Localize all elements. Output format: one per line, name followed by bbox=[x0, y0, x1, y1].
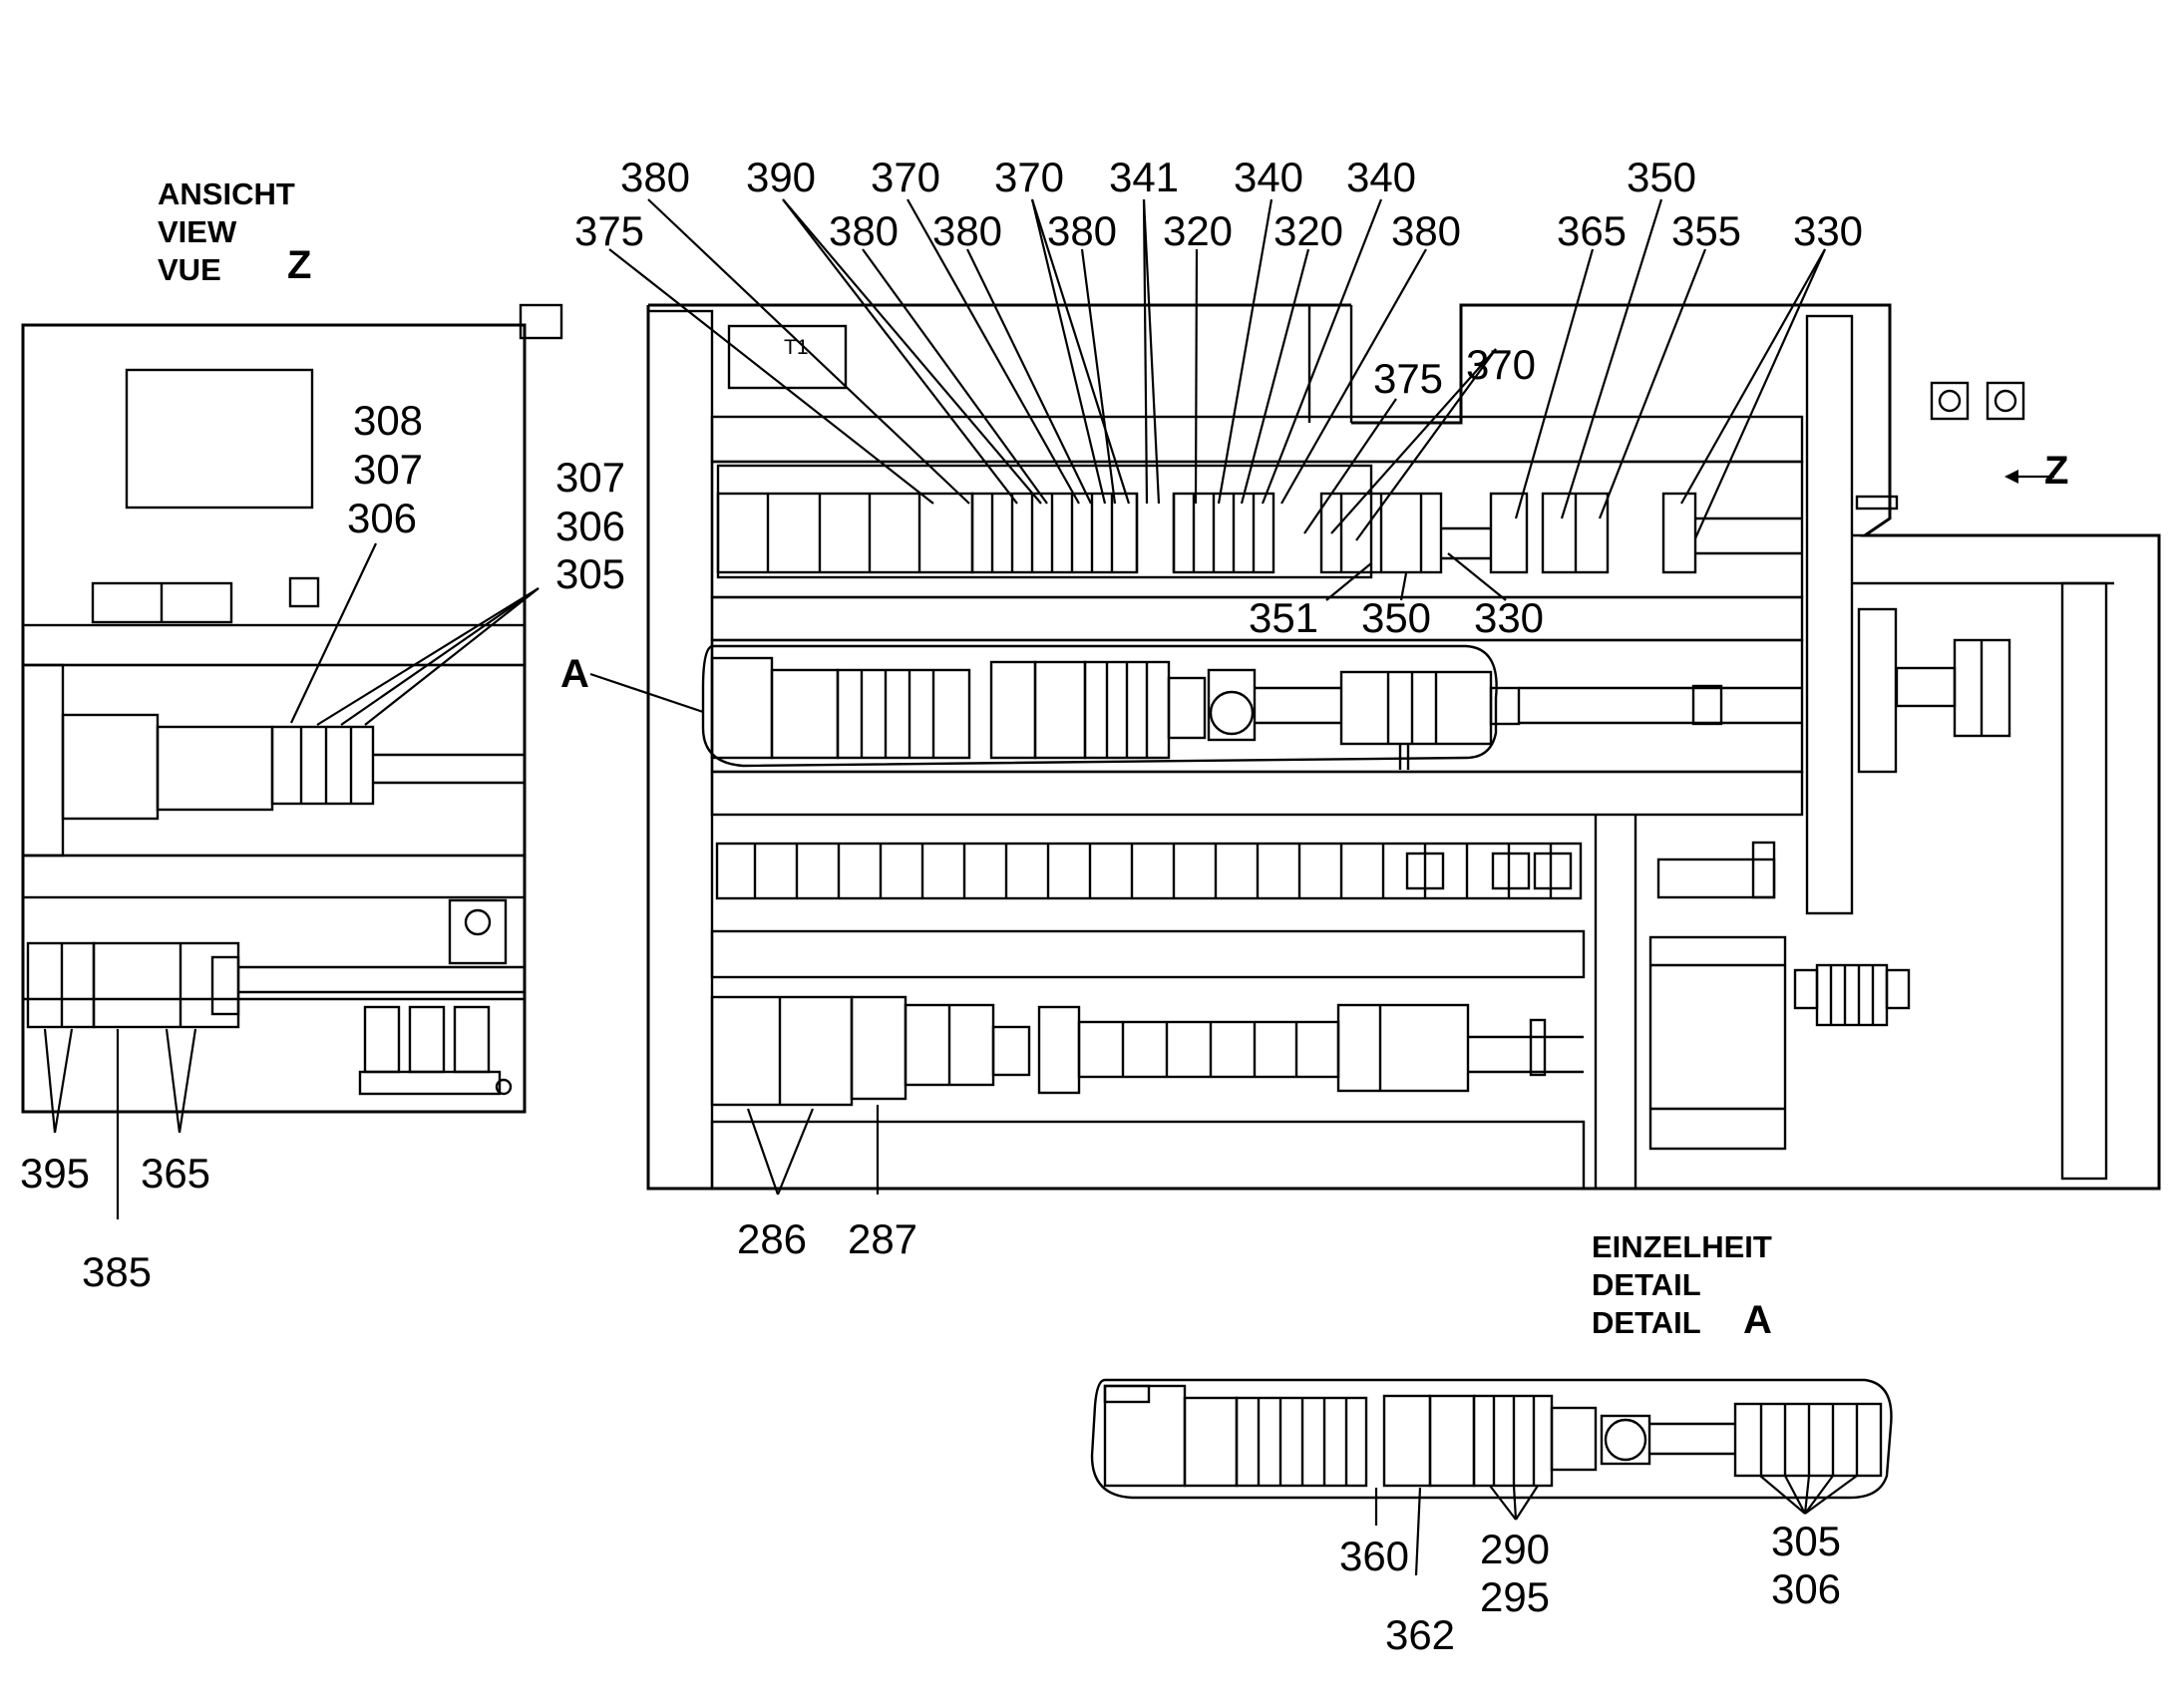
part-number: 355 bbox=[1670, 207, 1742, 254]
part-number: 375 bbox=[573, 207, 645, 254]
part-number: 306 bbox=[1770, 1565, 1842, 1612]
part-number: 365 bbox=[1556, 207, 1628, 254]
part-number: 380 bbox=[1046, 207, 1118, 254]
view-z-line-1: ANSICHT bbox=[158, 176, 295, 211]
part-number: 365 bbox=[140, 1150, 211, 1196]
part-number: 395 bbox=[19, 1150, 91, 1196]
part-number: 330 bbox=[1792, 207, 1864, 254]
part-number: 306 bbox=[554, 503, 626, 549]
marker-t1: T1 bbox=[784, 336, 809, 359]
part-number: 308 bbox=[352, 397, 424, 444]
part-number: 306 bbox=[346, 495, 418, 541]
part-number: 380 bbox=[828, 207, 900, 254]
part-number: 370 bbox=[870, 154, 941, 200]
part-number: 295 bbox=[1479, 1573, 1551, 1620]
part-number: 380 bbox=[619, 154, 691, 200]
main-cabinet bbox=[519, 303, 2161, 1191]
part-number: 307 bbox=[554, 454, 626, 501]
part-number: 362 bbox=[1384, 1611, 1456, 1658]
detail-a-line-3: DETAIL bbox=[1592, 1305, 1701, 1340]
part-number: 320 bbox=[1162, 207, 1234, 254]
view-z-line-3: VUE bbox=[158, 252, 221, 287]
part-number: 375 bbox=[1372, 355, 1444, 402]
part-number: 287 bbox=[847, 1215, 918, 1262]
part-number: 360 bbox=[1338, 1533, 1410, 1579]
marker-a: A bbox=[560, 652, 589, 696]
part-number: 305 bbox=[1770, 1518, 1842, 1564]
part-number: 286 bbox=[736, 1215, 808, 1262]
part-number: 341 bbox=[1108, 154, 1180, 200]
view-z-caption: ANSICHT VIEW VUE bbox=[158, 175, 295, 289]
marker-z-arrow-label: Z bbox=[2044, 449, 2069, 493]
part-number: 370 bbox=[1465, 341, 1537, 388]
part-number: 330 bbox=[1473, 594, 1545, 641]
part-number: 350 bbox=[1360, 594, 1432, 641]
detail-a-enlarged bbox=[1090, 1378, 1893, 1500]
part-number: 390 bbox=[745, 154, 817, 200]
detail-a-caption: EINZELHEIT DETAIL DETAIL bbox=[1592, 1228, 1772, 1342]
view-z-panel bbox=[21, 323, 527, 1114]
part-number: 307 bbox=[352, 446, 424, 493]
view-z-line-2: VIEW bbox=[158, 214, 237, 249]
part-number: 320 bbox=[1272, 207, 1344, 254]
part-number: 305 bbox=[554, 550, 626, 597]
part-number: 385 bbox=[81, 1248, 153, 1295]
part-number: 350 bbox=[1626, 154, 1697, 200]
detail-a-loop bbox=[701, 644, 1802, 770]
detail-a-line-1: EINZELHEIT bbox=[1592, 1229, 1772, 1264]
view-z-letter: Z bbox=[287, 243, 312, 287]
leader-lines bbox=[43, 198, 2054, 1576]
part-number: 380 bbox=[1390, 207, 1462, 254]
part-number: 340 bbox=[1233, 154, 1304, 200]
detail-a-line-2: DETAIL bbox=[1592, 1267, 1701, 1302]
part-number: 290 bbox=[1479, 1526, 1551, 1572]
part-number: 380 bbox=[931, 207, 1003, 254]
detail-a-letter: A bbox=[1743, 1298, 1772, 1342]
part-number: 340 bbox=[1345, 154, 1417, 200]
part-number: 370 bbox=[993, 154, 1065, 200]
part-number: 351 bbox=[1248, 594, 1319, 641]
